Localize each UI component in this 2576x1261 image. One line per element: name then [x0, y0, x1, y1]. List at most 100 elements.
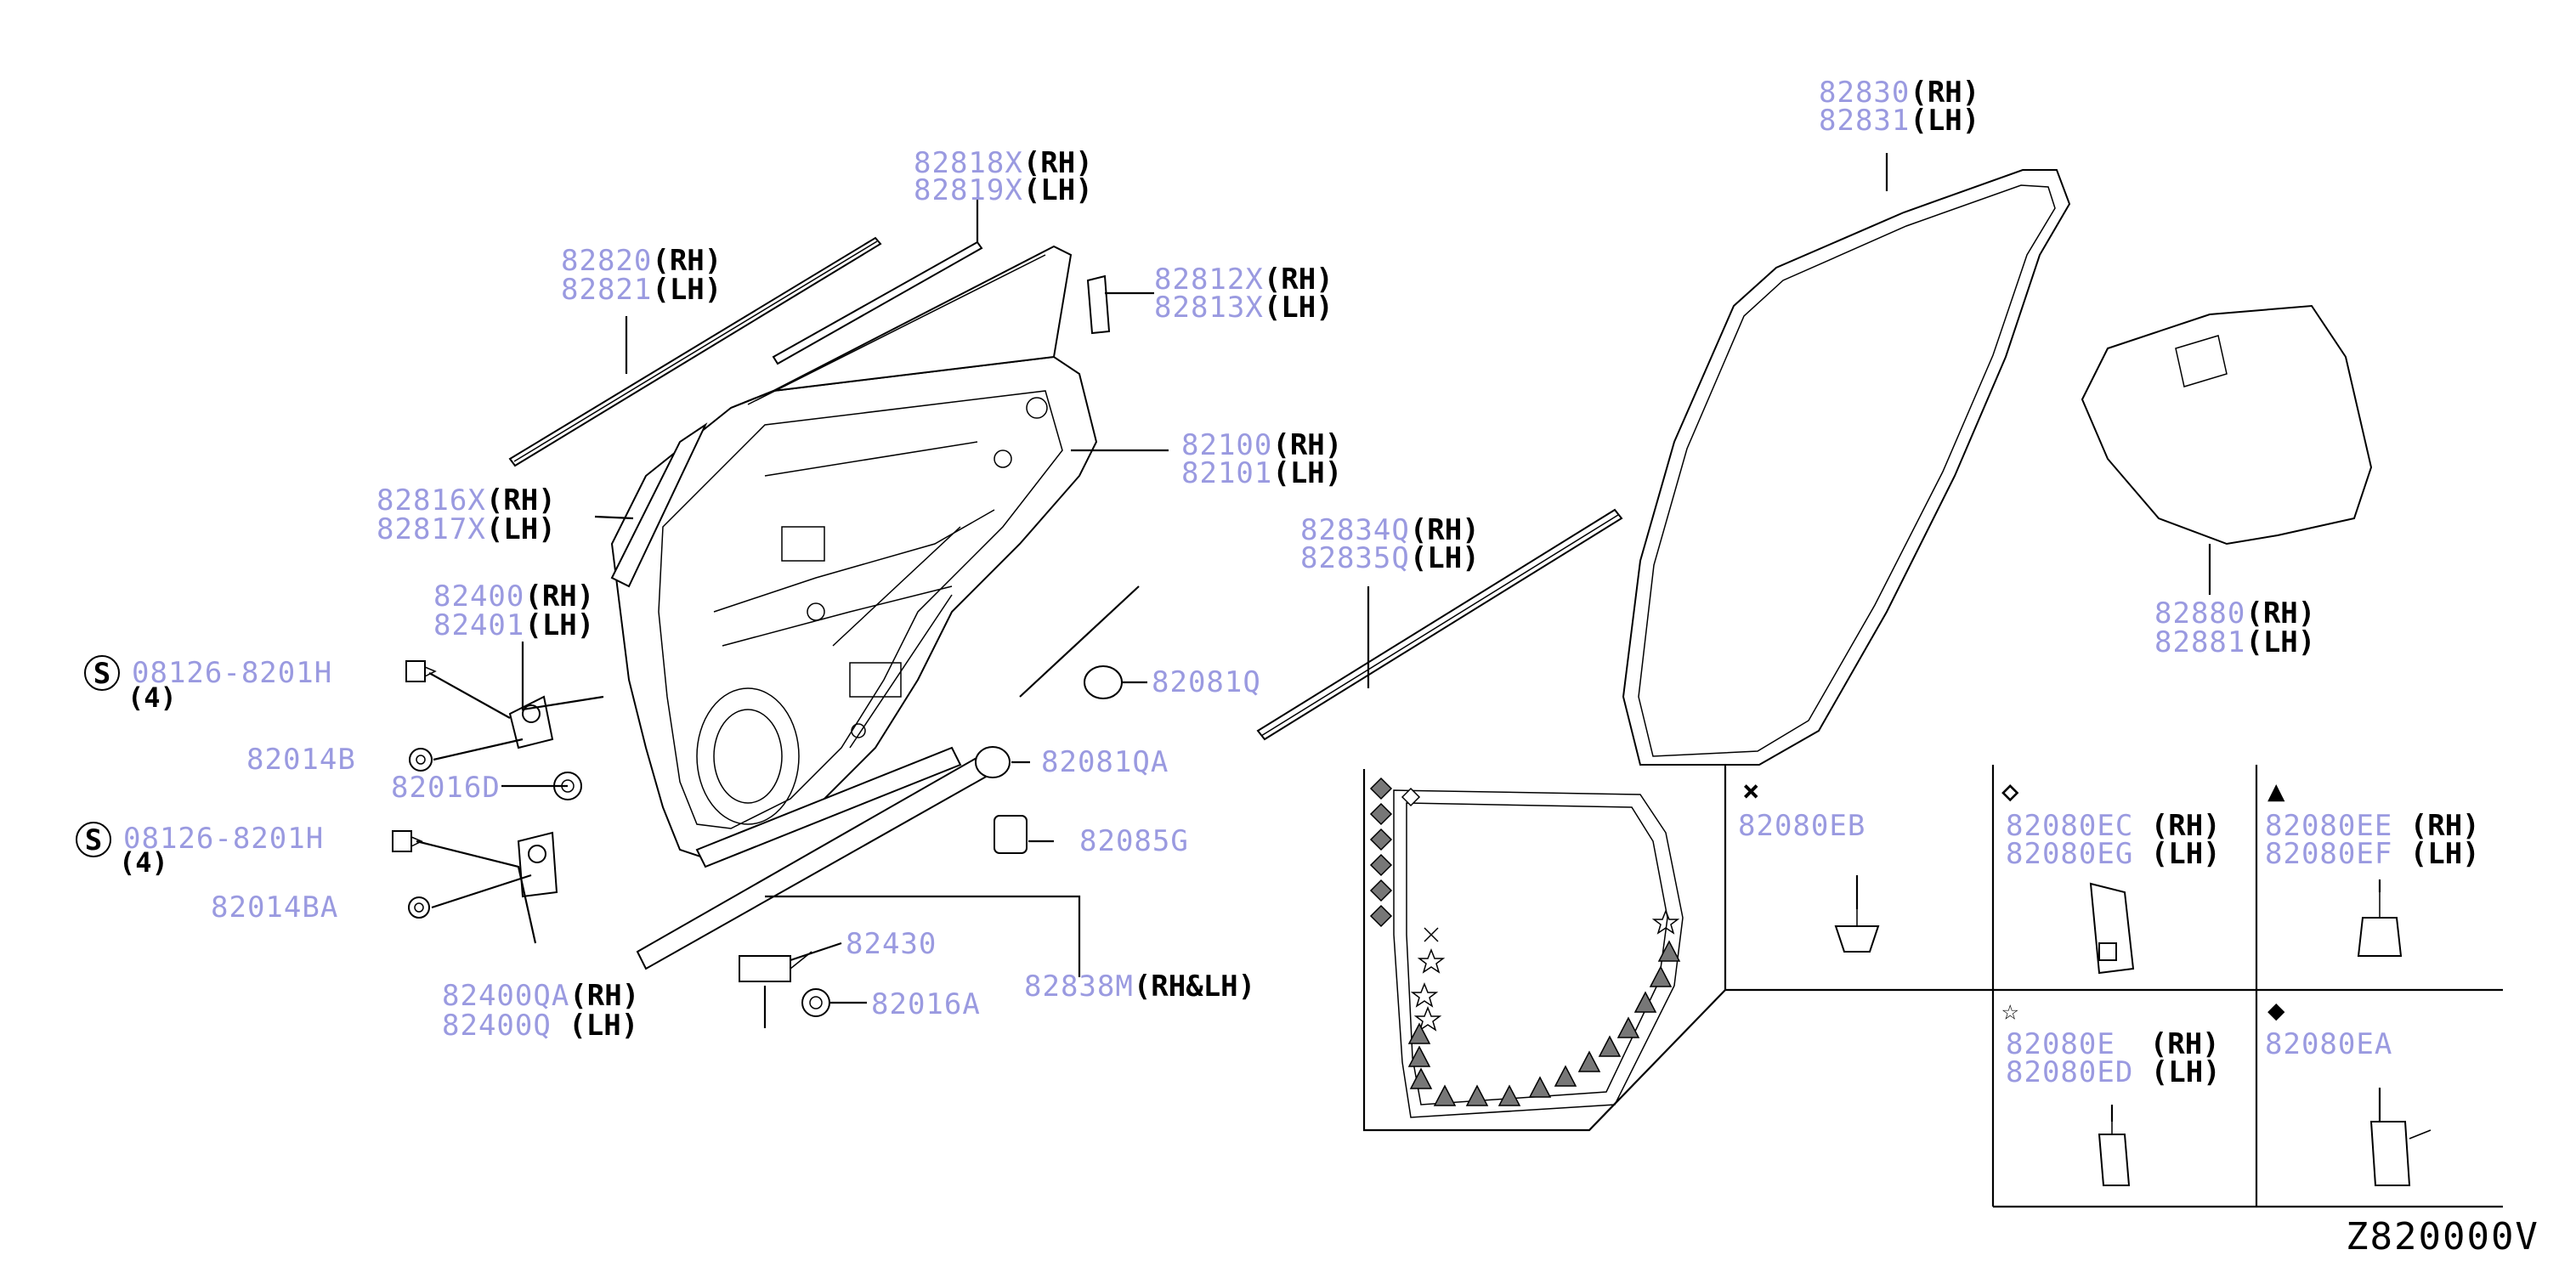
- svg-text:82085G: 82085G: [1079, 824, 1189, 858]
- svg-text:82014B: 82014B: [246, 743, 356, 777]
- clip-icon-82080eb: [1834, 909, 1880, 953]
- sash-82816x: [610, 422, 708, 588]
- svg-text:S: S: [93, 657, 110, 691]
- label-82100: 82100(RH): [1181, 428, 1342, 462]
- label-82401: 82401(LH): [433, 608, 594, 642]
- label-82831: 82831(LH): [1819, 104, 1979, 138]
- weatherstrip-82818x: [772, 240, 983, 365]
- svg-text:82820(RH): 82820(RH): [561, 244, 722, 278]
- label-82818x: 82818X(RH): [914, 146, 1093, 180]
- svg-text:82400(RH): 82400(RH): [433, 580, 594, 614]
- svg-text:82881(LH): 82881(LH): [2154, 625, 2315, 659]
- label-82813x: 82813X(LH): [1154, 291, 1333, 325]
- label-82081qa: 82081QA: [1041, 745, 1169, 779]
- leader-lines: [416, 153, 2381, 1122]
- svg-text:82812X(RH): 82812X(RH): [1154, 263, 1333, 297]
- diagram-code: Z820000V: [2346, 1215, 2539, 1258]
- bolt-82016a: [801, 988, 830, 1017]
- legend-82080eb: × 82080EB: [1738, 774, 1865, 843]
- svg-text:(4): (4): [127, 681, 177, 714]
- svg-text:82016A: 82016A: [871, 987, 981, 1021]
- svg-text:82816X(RH): 82816X(RH): [376, 483, 556, 517]
- label-82081q: 82081Q: [1152, 665, 1261, 699]
- nut-82014b: [409, 748, 433, 772]
- sealing-screen-82880: [2081, 304, 2373, 546]
- legend-82080ee: ▲ 82080EE (RH) 82080EF (LH): [2265, 774, 2480, 871]
- svg-text:82834Q(RH): 82834Q(RH): [1300, 513, 1480, 547]
- svg-text:82080EB: 82080EB: [1738, 809, 1865, 843]
- svg-text:82101(LH): 82101(LH): [1181, 456, 1342, 490]
- label-82816x: 82816X(RH): [376, 483, 556, 517]
- svg-text:82016D: 82016D: [391, 771, 501, 805]
- svg-text:(4): (4): [119, 846, 168, 879]
- bolt-08126-upper: [405, 660, 437, 682]
- svg-text:82430: 82430: [846, 927, 937, 961]
- clip-icon-82080ea: [2369, 1121, 2432, 1186]
- hinge-82400qa: [517, 831, 558, 898]
- svg-text:82081QA: 82081QA: [1041, 745, 1169, 779]
- svg-text:82080ED (LH): 82080ED (LH): [2006, 1055, 2221, 1089]
- svg-text:08126-8201H: 08126-8201H: [132, 656, 332, 690]
- sash-82812x: [1086, 274, 1111, 335]
- plug-82081q: [1084, 665, 1123, 699]
- label-82016a: 82016A: [871, 987, 981, 1021]
- svg-text:82080EG (LH): 82080EG (LH): [2006, 837, 2221, 871]
- label-82430: 82430: [846, 927, 937, 961]
- svg-text:S: S: [85, 823, 102, 857]
- svg-text:82813X(LH): 82813X(LH): [1154, 291, 1333, 325]
- label-82014b: 82014B: [246, 743, 356, 777]
- svg-text:82400Q (LH): 82400Q (LH): [442, 1009, 638, 1043]
- label-82014ba: 82014BA: [211, 891, 338, 925]
- legend-82080ec: ◇ 82080EC (RH) 82080EG (LH): [2001, 774, 2221, 871]
- svg-text:82838M(RH&LH): 82838M(RH&LH): [1024, 970, 1255, 1004]
- label-82400q: 82400Q (LH): [442, 1009, 638, 1043]
- screw-symbol-lower: S: [76, 822, 111, 857]
- svg-text:82830(RH): 82830(RH): [1819, 76, 1979, 110]
- lower-seal: [695, 746, 962, 868]
- legend-grid: [1724, 765, 2503, 1208]
- plug-82081qa: [975, 746, 1011, 778]
- nut-82014ba: [408, 896, 430, 919]
- label-82085g: 82085G: [1079, 824, 1189, 858]
- clip-location-inset: [1362, 769, 1726, 1132]
- screw-symbol-upper: S: [84, 655, 120, 691]
- label-82821: 82821(LH): [561, 273, 722, 307]
- label-82838m: 82838M(RH&LH): [1024, 970, 1255, 1004]
- clip-icon-82080ee: [2357, 892, 2403, 957]
- svg-text:82818X(RH): 82818X(RH): [914, 146, 1093, 180]
- svg-text:82080E (RH): 82080E (RH): [2006, 1027, 2220, 1061]
- label-82834q: 82834Q(RH): [1300, 513, 1480, 547]
- label-82400: 82400(RH): [433, 580, 594, 614]
- svg-text:▲: ▲: [2267, 774, 2285, 808]
- svg-text:82014BA: 82014BA: [211, 891, 338, 925]
- label-82881: 82881(LH): [2154, 625, 2315, 659]
- svg-text:82831(LH): 82831(LH): [1819, 104, 1979, 138]
- door-panel-82100: [610, 355, 1098, 860]
- weatherstrip-82830: [1622, 169, 2071, 766]
- bolt-08126-lower: [392, 830, 423, 852]
- label-82400qa: 82400QA(RH): [442, 979, 639, 1013]
- svg-text:82400QA(RH): 82400QA(RH): [442, 979, 639, 1013]
- svg-text:82100(RH): 82100(RH): [1181, 428, 1342, 462]
- svg-text:82080EA: 82080EA: [2265, 1027, 2392, 1061]
- label-82830: 82830(RH): [1819, 76, 1979, 110]
- svg-text:08126-8201H: 08126-8201H: [123, 822, 324, 856]
- clip-icon-82080ec: [2089, 882, 2135, 975]
- svg-text:82081Q: 82081Q: [1152, 665, 1261, 699]
- svg-text:◇: ◇: [2001, 774, 2019, 808]
- svg-text:82080EC (RH): 82080EC (RH): [2006, 809, 2221, 843]
- label-bolt-08126-lower: 08126-8201H (4): [119, 822, 324, 879]
- check-link-82430: [739, 951, 812, 982]
- label-82820: 82820(RH): [561, 244, 722, 278]
- label-82817x: 82817X(LH): [376, 512, 556, 546]
- label-82812x: 82812X(RH): [1154, 263, 1333, 297]
- label-82101: 82101(LH): [1181, 456, 1342, 490]
- clip-icon-82080e: [2098, 1122, 2131, 1186]
- svg-text:×: ×: [1742, 774, 1759, 808]
- label-82880: 82880(RH): [2154, 597, 2315, 630]
- svg-text:82880(RH): 82880(RH): [2154, 597, 2315, 630]
- label-82835q: 82835Q(LH): [1300, 541, 1480, 575]
- label-bolt-08126-upper: 08126-8201H (4): [127, 656, 332, 714]
- svg-text:◆: ◆: [2267, 993, 2285, 1027]
